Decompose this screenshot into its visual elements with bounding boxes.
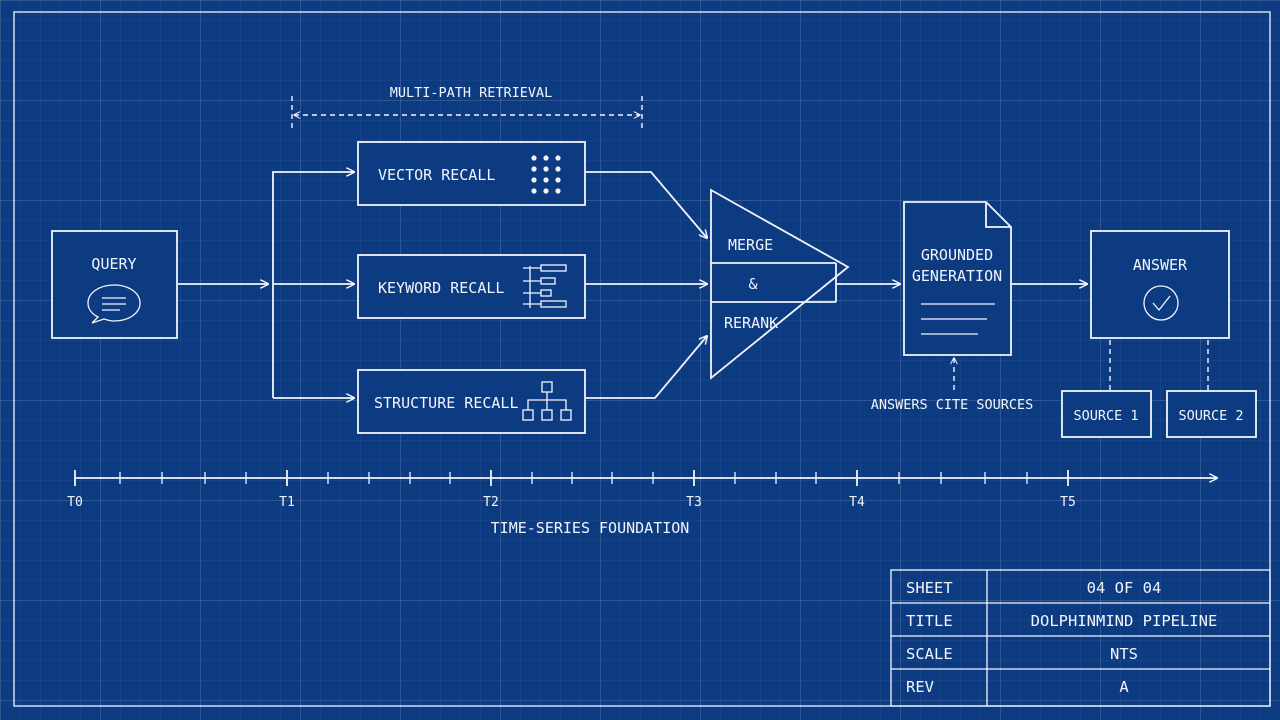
grounded-label-line1: GROUNDED bbox=[921, 246, 993, 264]
chat-bubble-icon bbox=[87, 284, 141, 324]
timeline-label-t1: T1 bbox=[279, 495, 295, 510]
source-2-label: SOURCE 2 bbox=[1178, 408, 1243, 424]
timeline-label-t0: T0 bbox=[67, 495, 83, 510]
document-list-icon bbox=[523, 264, 567, 308]
timeline-caption: TIME-SERIES FOUNDATION bbox=[491, 519, 690, 537]
vector-recall-node: VECTOR RECALL bbox=[357, 141, 586, 206]
check-circle-icon bbox=[1143, 285, 1179, 321]
query-label: QUERY bbox=[91, 255, 136, 273]
grounded-generation-node: GROUNDED GENERATION bbox=[903, 201, 1012, 356]
structure-recall-node: STRUCTURE RECALL bbox=[357, 369, 586, 434]
sources: SOURCE 1 SOURCE 2 bbox=[1061, 340, 1257, 438]
title-block-value-sheet: 04 OF 04 bbox=[1087, 579, 1162, 597]
dot-grid-icon bbox=[531, 155, 561, 194]
source-1-node bbox=[1061, 390, 1152, 438]
structure-recall-label: STRUCTURE RECALL bbox=[374, 394, 519, 412]
timeline-label-t2: T2 bbox=[483, 495, 499, 510]
title-block-frame bbox=[890, 569, 1271, 707]
answer-label: ANSWER bbox=[1133, 256, 1188, 274]
title-block-value-scale: NTS bbox=[1110, 645, 1138, 663]
answer-node: ANSWER bbox=[1090, 230, 1230, 339]
timeline-ticks bbox=[74, 470, 1069, 486]
source-1-label: SOURCE 1 bbox=[1073, 408, 1138, 424]
title-block-key-rev: REV bbox=[906, 678, 934, 696]
timeline: T0 T1 T2 T3 T4 T5 TIME-SERIES FOUNDATION bbox=[67, 470, 1217, 537]
title-block-key-title: TITLE bbox=[906, 612, 953, 630]
timeline-label-t5: T5 bbox=[1060, 495, 1076, 510]
hierarchy-icon bbox=[522, 381, 572, 421]
timeline-label-t3: T3 bbox=[686, 495, 702, 510]
query-node: QUERY bbox=[51, 230, 178, 339]
title-block: SHEET 04 OF 04 TITLE DOLPHINMIND PIPELIN… bbox=[890, 569, 1271, 707]
source-2-node bbox=[1166, 390, 1257, 438]
merge-rerank-node: MERGE & RERANK bbox=[710, 188, 850, 380]
grounded-label-line2: GENERATION bbox=[912, 267, 1002, 285]
connectors bbox=[178, 172, 1087, 398]
title-block-key-scale: SCALE bbox=[906, 645, 953, 663]
title-block-value-rev: A bbox=[1119, 678, 1129, 696]
keyword-recall-label: KEYWORD RECALL bbox=[378, 279, 504, 297]
multi-path-label: MULTI-PATH RETRIEVAL bbox=[390, 85, 553, 101]
ampersand-label: & bbox=[748, 275, 757, 293]
title-block-value-title: DOLPHINMIND PIPELINE bbox=[1031, 612, 1218, 630]
title-block-key-sheet: SHEET bbox=[906, 579, 953, 597]
answers-cite-sources-label: ANSWERS CITE SOURCES bbox=[871, 397, 1034, 413]
multi-path-dimension: MULTI-PATH RETRIEVAL bbox=[291, 85, 643, 130]
citation-annotation: ANSWERS CITE SOURCES bbox=[871, 358, 1034, 413]
sheet-border bbox=[13, 11, 1271, 707]
vector-recall-label: VECTOR RECALL bbox=[378, 166, 495, 184]
merge-label: MERGE bbox=[728, 236, 773, 254]
document-icon bbox=[921, 303, 995, 335]
timeline-label-t4: T4 bbox=[849, 495, 865, 510]
keyword-recall-node: KEYWORD RECALL bbox=[357, 254, 586, 319]
rerank-label: RERANK bbox=[724, 314, 778, 332]
